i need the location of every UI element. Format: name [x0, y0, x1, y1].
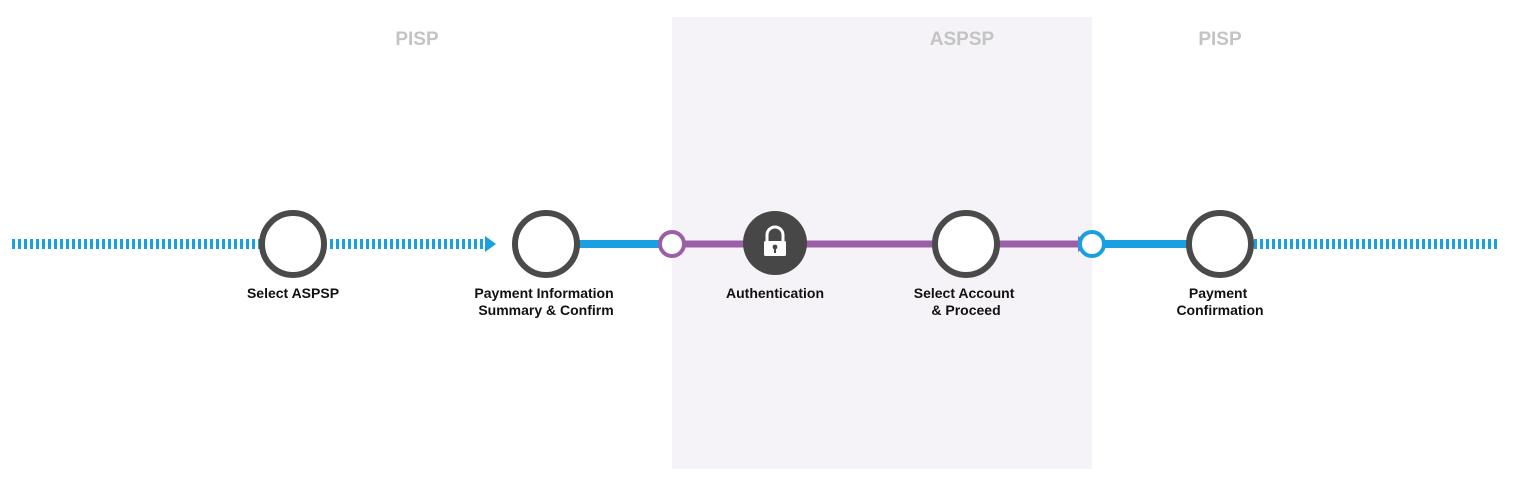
step-label-line: Summary & Confirm	[478, 302, 613, 318]
step-node-select-aspsp	[259, 210, 327, 278]
step-label-line: Select Account	[914, 285, 1015, 301]
step-node-payment-confirmation	[1186, 210, 1254, 278]
step-node-payment-info	[512, 210, 580, 278]
step-label-line: Select ASPSP	[247, 285, 339, 301]
step-node-select-account	[932, 210, 1000, 278]
step-label-payment-confirmation: Payment Confirmation	[1176, 285, 1263, 318]
handoff-ring-to-pisp	[1078, 230, 1106, 258]
arrowhead-blue-1	[485, 236, 496, 252]
step-label-line: Payment	[1189, 285, 1248, 301]
step-label-line: & Proceed	[931, 302, 1000, 318]
dashed-connector-end	[1252, 239, 1500, 249]
step-label-line: Authentication	[726, 285, 824, 301]
step-node-authentication	[743, 211, 807, 275]
zone-label-pisp-right: PISP	[1198, 29, 1242, 50]
zone-label-aspsp: ASPSP	[930, 29, 995, 50]
lock-icon	[764, 225, 786, 256]
zone-label-pisp-left: PISP	[395, 29, 439, 50]
handoff-ring-to-aspsp	[658, 230, 686, 258]
dashed-connector-start	[10, 239, 262, 249]
step-label-payment-info: Payment Information Summary & Confirm	[474, 285, 617, 318]
step-label-line: Payment Information	[474, 285, 613, 301]
step-label-authentication: Authentication	[726, 285, 824, 301]
step-label-select-aspsp: Select ASPSP	[247, 285, 339, 301]
step-label-line: Confirmation	[1176, 302, 1263, 318]
step-label-select-account: Select Account & Proceed	[914, 285, 1019, 318]
dashed-connector-1-2	[328, 239, 486, 249]
